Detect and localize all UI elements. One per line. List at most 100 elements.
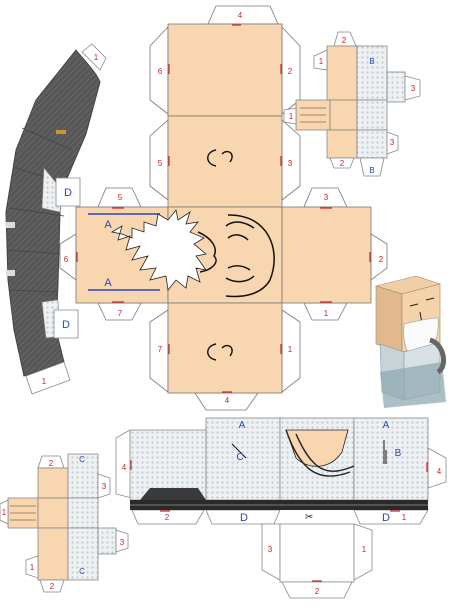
label-number: 3 <box>288 159 293 168</box>
belt-shadow <box>140 488 206 500</box>
label-letter: B <box>369 57 374 66</box>
label-number: 2 <box>340 159 345 168</box>
eye-icon <box>227 265 251 271</box>
label-number: 7 <box>118 309 123 318</box>
label-number: 1 <box>42 377 47 386</box>
small-net <box>283 31 421 177</box>
arm-d-flap <box>53 309 79 339</box>
label-number: 5 <box>158 159 163 168</box>
label-letter: B <box>395 448 402 459</box>
small-tab-left-top <box>313 49 328 71</box>
lower-face-h <box>67 527 99 581</box>
label-number: 7 <box>158 345 163 354</box>
nose-icon <box>197 231 217 273</box>
robe-collar-lines <box>285 429 355 477</box>
label-number: 2 <box>379 255 384 264</box>
label-letter: A <box>383 420 390 431</box>
small-face-g <box>326 129 358 159</box>
lower-face-a <box>37 467 69 499</box>
lower-net <box>0 453 129 593</box>
head-face-lower <box>167 302 283 394</box>
preview-robe-skirt <box>380 362 446 408</box>
head-a-guides <box>88 213 160 291</box>
robe-panel-c <box>205 417 281 501</box>
label-number: 2 <box>315 587 320 596</box>
label-letter: D <box>382 512 390 524</box>
small-face-f <box>386 71 406 103</box>
arm-d-flap <box>55 177 81 207</box>
ear-icon <box>207 149 233 167</box>
label-number: 2 <box>342 36 347 45</box>
arm-tab-bottom <box>25 361 71 395</box>
lower-face-f <box>97 527 117 555</box>
lower-tab-left <box>0 499 9 525</box>
label-letter: A <box>104 219 112 231</box>
lower-tab-left-bottom <box>25 555 39 579</box>
small-face-d <box>329 99 358 131</box>
label-number: 4 <box>225 396 230 405</box>
lower-tab-right <box>97 473 111 499</box>
head-tab-top <box>207 5 279 25</box>
robe-skirt <box>279 523 355 583</box>
label-number: 3 <box>102 482 107 491</box>
label-number: 3 <box>390 138 395 147</box>
small-tab-bottom <box>329 157 355 169</box>
body-b-marks <box>231 440 387 464</box>
eye-icon <box>227 234 249 241</box>
robe-neck-skin <box>285 429 349 467</box>
label-letter: A <box>239 420 246 431</box>
head-face-top <box>167 23 283 117</box>
head-contour-icon <box>225 214 275 298</box>
label-letter: D <box>64 187 72 199</box>
lower-tab-right-low <box>115 529 129 553</box>
label-letter: D <box>62 319 70 331</box>
label-number: 3 <box>268 545 273 554</box>
label-letter: D <box>240 512 248 524</box>
face-features <box>197 214 275 298</box>
label-letter: C <box>236 452 243 463</box>
label-number: 2 <box>49 459 54 468</box>
label-number: 1 <box>324 309 329 318</box>
small-face-a <box>326 45 358 101</box>
label-number: 1 <box>2 508 7 517</box>
body-red-marks <box>130 460 428 582</box>
body-flap-right <box>353 523 373 581</box>
robe-panel-b <box>353 417 429 501</box>
small-finger-lines <box>300 107 326 123</box>
label-number: 1 <box>362 545 367 554</box>
lower-tab-bottom <box>39 579 65 593</box>
belt-knot-icon <box>6 270 15 276</box>
label-letter: A <box>104 277 112 289</box>
label-number: 2 <box>288 67 293 76</box>
small-tab-right-low <box>386 131 399 155</box>
small-face-e <box>356 99 388 131</box>
label-number: 1 <box>289 112 294 121</box>
label-number: 6 <box>158 67 163 76</box>
lower-face-e <box>67 497 99 529</box>
head-red-marks <box>76 24 371 393</box>
body-tab-bottom <box>281 581 353 599</box>
gold-crest-icon <box>56 130 66 134</box>
white-zigzag-hair <box>110 209 207 291</box>
preview-head-side <box>375 285 403 353</box>
label-number: 1 <box>94 53 99 62</box>
body-tab-br <box>353 509 429 525</box>
small-tab-right <box>404 75 421 101</box>
label-letter: B <box>369 166 374 175</box>
sleeve-fold-lines <box>7 127 73 293</box>
label-number: 5 <box>118 193 123 202</box>
lower-face-d <box>37 497 69 529</box>
assembled-figure-preview <box>374 275 447 408</box>
lower-face-g <box>37 527 69 581</box>
small-face-b <box>356 45 388 101</box>
arm-net <box>5 43 107 395</box>
head-face-upper <box>167 115 283 208</box>
label-number: 3 <box>411 84 416 93</box>
belt-knot-icon: ✂ <box>305 512 313 523</box>
label-number: 3 <box>120 538 125 547</box>
label-number: 4 <box>238 11 243 20</box>
label-number: 2 <box>165 513 170 522</box>
label-number: 6 <box>64 255 69 264</box>
label-number: 2 <box>50 582 55 591</box>
label-letter: C <box>79 567 85 576</box>
